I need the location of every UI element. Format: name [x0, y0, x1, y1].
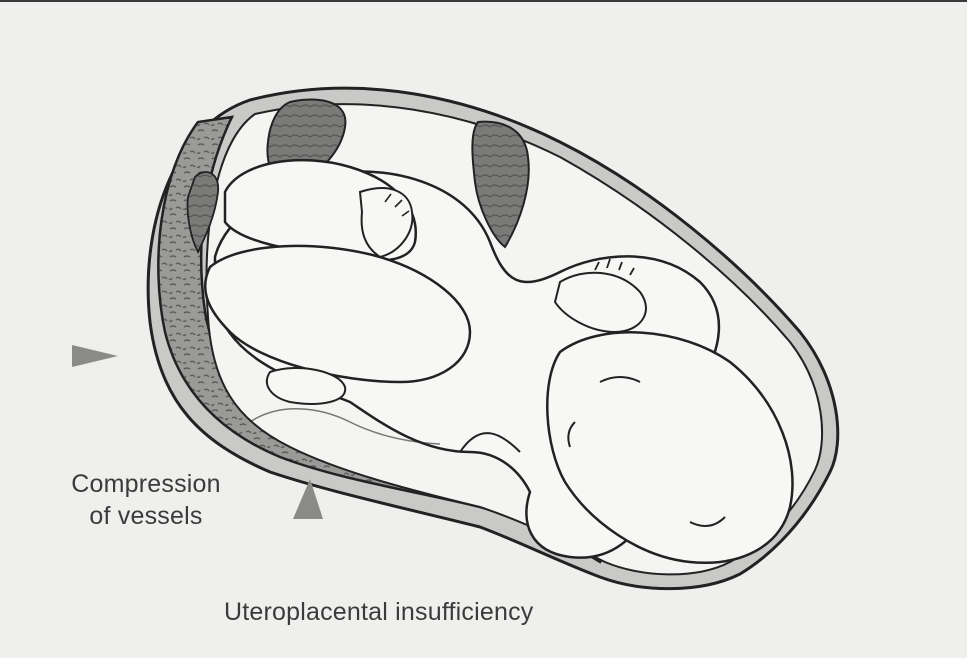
insufficiency-label: Uteroplacental insufficiency	[224, 596, 533, 628]
compression-label-line1: Compression	[46, 468, 246, 500]
compression-label: Compression of vessels	[46, 468, 246, 532]
compression-label-line2: of vessels	[46, 500, 246, 532]
